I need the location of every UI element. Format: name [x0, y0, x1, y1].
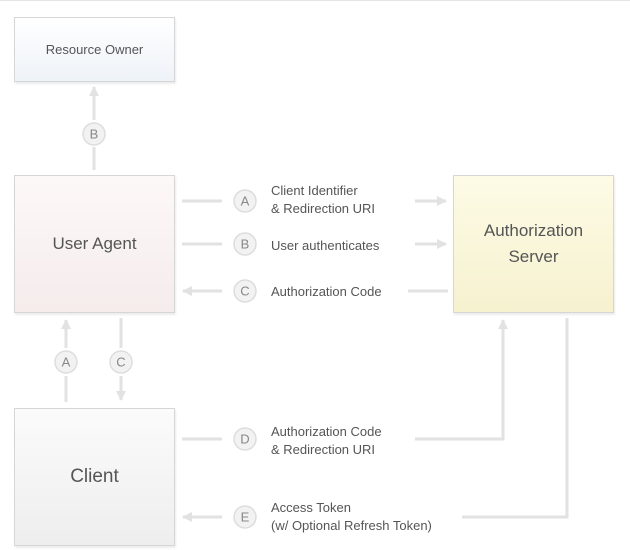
badge-c-flow: C: [233, 279, 257, 303]
svg-text:A: A: [241, 194, 250, 209]
resource-owner-node: Resource Owner: [14, 17, 175, 82]
badge-b-flow: B: [233, 232, 257, 256]
badge-a-flow: A: [233, 189, 257, 213]
flow-a-line1: Client Identifier: [271, 183, 358, 198]
flow-a-label: Client Identifier & Redirection URI: [271, 182, 375, 218]
svg-text:B: B: [90, 127, 99, 142]
flow-e-line2: (w/ Optional Refresh Token): [271, 518, 432, 533]
flow-c-text: Authorization Code: [271, 284, 382, 299]
svg-text:C: C: [240, 284, 249, 299]
flow-b-text: User authenticates: [271, 238, 380, 253]
badge-d-flow: D: [233, 427, 257, 451]
badge-e-flow: E: [233, 505, 257, 529]
flow-d-line2: & Redirection URI: [271, 442, 376, 457]
flow-d-label: Authorization Code & Redirection URI: [271, 423, 382, 459]
badge-a-vertical: A: [54, 350, 78, 374]
svg-text:B: B: [241, 237, 250, 252]
authorization-server-node: Authorization Server: [453, 175, 614, 313]
svg-text:C: C: [116, 355, 125, 370]
flow-e-label: Access Token (w/ Optional Refresh Token): [271, 499, 432, 535]
client-label: Client: [70, 466, 119, 487]
svg-text:A: A: [62, 355, 71, 370]
flow-e-line1: Access Token: [271, 500, 351, 515]
resource-owner-label: Resource Owner: [45, 42, 144, 57]
flow-b-label: User authenticates: [271, 237, 379, 255]
arrow-d-right: [415, 319, 508, 441]
svg-text:E: E: [241, 510, 250, 525]
badge-b-top: B: [82, 122, 106, 146]
top-border: [0, 0, 630, 1]
user-agent-node: User Agent: [14, 175, 175, 313]
flow-a-line2: & Redirection URI: [271, 201, 376, 216]
flow-d-line1: Authorization Code: [271, 424, 382, 439]
authorization-server-label: Authorization Server: [483, 221, 584, 266]
flow-c-label: Authorization Code: [271, 283, 382, 301]
svg-text:D: D: [240, 432, 249, 447]
user-agent-label: User Agent: [52, 234, 137, 253]
client-node: Client: [14, 408, 175, 546]
arrow-e-right: [462, 318, 569, 519]
badge-c-vertical: C: [109, 350, 133, 374]
